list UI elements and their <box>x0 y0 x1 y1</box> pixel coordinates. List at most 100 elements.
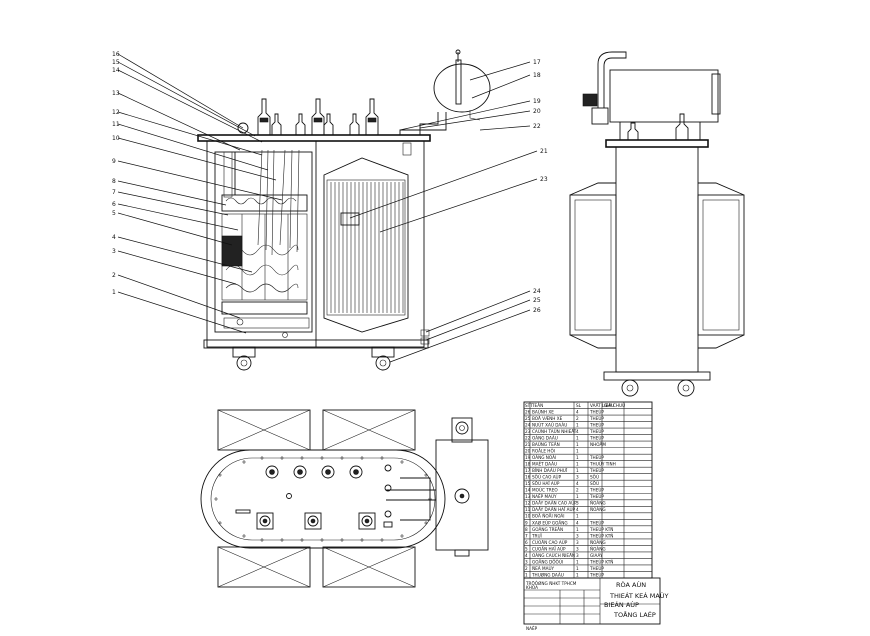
table-cell: 4 <box>576 507 579 512</box>
title-line-1: RÒA AÙN <box>616 580 646 589</box>
callout-number: 5 <box>112 210 116 217</box>
callout-leader <box>469 61 531 81</box>
table-cell: CAÙNH TAÛN NHIEÄT <box>532 429 577 434</box>
bolt-mark <box>300 538 304 542</box>
callout-number: 24 <box>533 288 541 295</box>
table-cell: 7 <box>525 533 528 538</box>
table-cell: 3 <box>576 501 579 506</box>
callout-leader <box>419 110 531 129</box>
bolt-mark <box>380 538 384 542</box>
table-cell: ÑOÀNG <box>590 501 606 506</box>
table-cell: 1 <box>576 566 579 571</box>
table-cell: 1 <box>576 422 579 427</box>
bolt-mark <box>218 473 222 477</box>
callout-leader <box>117 250 237 285</box>
table-cell: 12 <box>525 501 531 506</box>
callout-leader <box>117 212 233 246</box>
table-cell: NUÙT XAÛ DAÀU <box>532 422 567 427</box>
table-cell: CUOÄN HAÏ AÙP <box>532 546 566 551</box>
table-cell: 3 <box>576 475 579 480</box>
table-cell: THEÙP KTÑ <box>589 527 613 532</box>
table-cell: 2 <box>576 416 579 421</box>
table-cell: 4 <box>576 429 579 434</box>
table-cell: OÁNG DAÀU <box>532 436 558 441</box>
table-cell: 13 <box>525 494 531 499</box>
table-cell: THUØNG DAÀU <box>531 572 564 577</box>
callout-number: 3 <box>112 248 116 255</box>
table-cell: 1 <box>576 449 579 454</box>
table-cell: 1 <box>576 527 579 532</box>
title-line-3: BIEÁN AÙP <box>604 600 639 609</box>
table-cell: BOÄ ÑOÅI NOÁI <box>532 514 565 519</box>
table-header-cell: TEÂN <box>531 403 543 408</box>
table-cell: XAØ EÙP GOÂNG <box>532 520 568 525</box>
hv-bushing-group <box>257 98 379 136</box>
table-cell: 11 <box>525 507 531 512</box>
table-cell: NHOÂM <box>590 442 606 447</box>
lv-bushings-top <box>265 465 363 479</box>
table-cell: ÑOÀNG <box>590 546 606 551</box>
callout-number: 6 <box>112 201 116 208</box>
radiator <box>323 157 409 333</box>
table-cell: THEÙP KTÑ <box>589 559 613 564</box>
table-cell: OÁNG NOÁI <box>532 455 556 460</box>
callout-number: 19 <box>533 98 541 105</box>
callout-leader <box>117 291 247 334</box>
table-cell: 2 <box>576 488 579 493</box>
table-cell: 19 <box>525 455 531 460</box>
callout-number: 10 <box>112 135 120 142</box>
lv-bushing-group <box>271 113 360 136</box>
callout-number: 21 <box>540 148 548 155</box>
table-cell: 1 <box>525 572 528 577</box>
callout-number: 12 <box>112 109 120 116</box>
callout-leader <box>117 203 239 231</box>
callout-leader <box>425 290 531 333</box>
table-cell: ÑOÀNG <box>590 507 606 512</box>
table-cell: 4 <box>576 409 579 414</box>
callout-leader <box>379 178 538 233</box>
table-cell: DAÂY DAÃN HAÏ AÙP <box>532 507 576 512</box>
callout-leader <box>117 69 263 143</box>
table-cell: 3 <box>576 540 579 545</box>
conservator-tank <box>399 49 491 135</box>
table-cell: THEÙP <box>589 520 604 525</box>
table-cell: BAÙNH XE <box>532 409 554 414</box>
callout-number: 9 <box>112 158 116 165</box>
table-cell: 3 <box>576 553 579 558</box>
bolt-mark <box>280 538 284 542</box>
table-cell: 14 <box>525 488 531 493</box>
table-header-cell: VAÄT LIEÄU <box>590 403 614 408</box>
table-cell: 21 <box>525 442 531 447</box>
table-cell: 1 <box>576 572 579 577</box>
table-cell: SÖÙ <box>590 475 599 480</box>
bolt-mark <box>360 538 364 542</box>
table-cell: 9 <box>525 520 528 525</box>
bolt-mark <box>424 473 428 477</box>
callout-leader <box>117 92 241 151</box>
table-cell: 24 <box>525 422 531 427</box>
title-line-2: THIEÁT KEÁ MAÙY <box>609 591 669 600</box>
table-header-cell: SL <box>576 403 582 408</box>
table-cell: 16 <box>525 475 531 480</box>
bolt-mark <box>300 456 304 460</box>
table-cell: 10 <box>525 514 531 519</box>
table-cell: 25 <box>525 416 531 421</box>
table-cell: 4 <box>576 481 579 486</box>
table-cell: THEÙP <box>589 422 604 427</box>
callout-leader <box>117 274 241 319</box>
title-label-bottom: NAÉP <box>526 626 538 631</box>
front-view <box>197 49 491 371</box>
bolt-mark <box>214 497 218 501</box>
bolt-mark <box>280 456 284 460</box>
callout-number: 11 <box>112 121 120 128</box>
table-cell: THEÙP <box>589 416 604 421</box>
table-cell: 1 <box>576 468 579 473</box>
callout-leader <box>117 123 269 171</box>
table-cell: CUOÄN CAO AÙP <box>532 540 568 545</box>
callout-number: 2 <box>112 272 116 279</box>
table-cell: THEÙP <box>589 436 604 441</box>
